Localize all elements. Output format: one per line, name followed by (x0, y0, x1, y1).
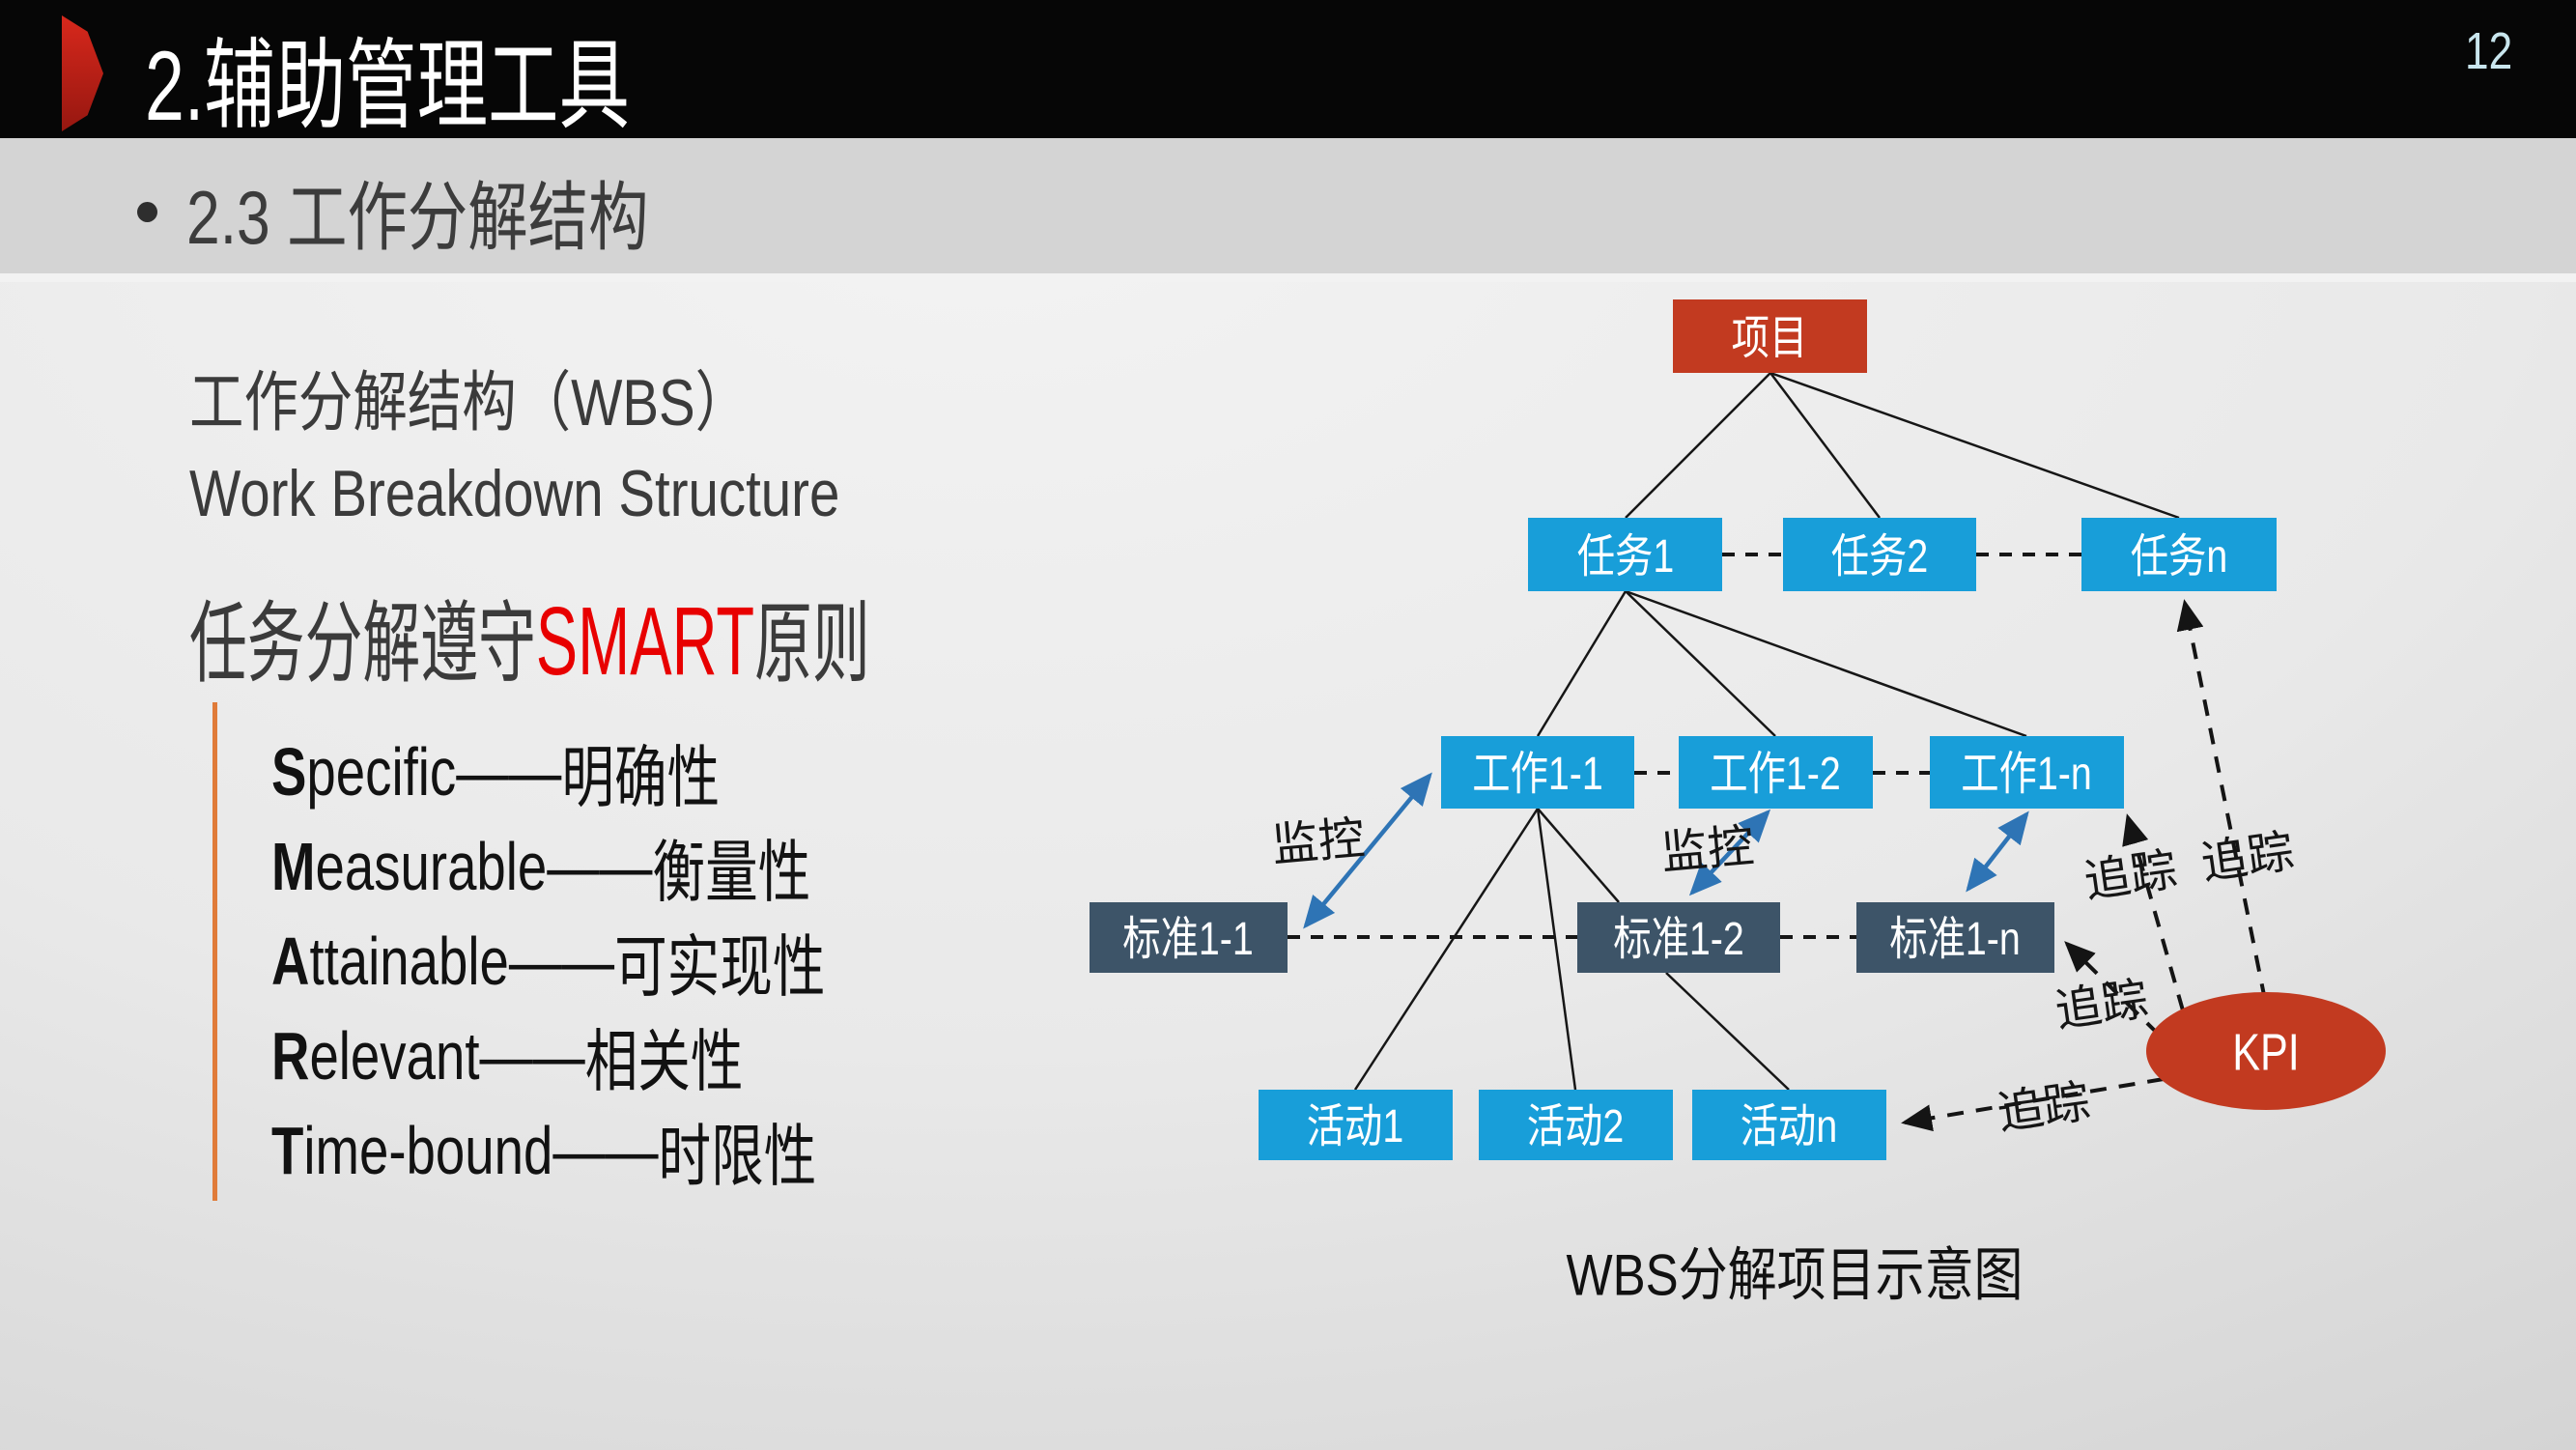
node-project (1673, 299, 1867, 373)
subheader-bar: 2.3 工作分解结构 (0, 138, 2576, 282)
node-task2 (1783, 518, 1976, 591)
node-actn (1692, 1090, 1886, 1160)
node-std1n (1856, 902, 2054, 973)
monitor-label-1: 监控 (1270, 812, 1367, 871)
node-std11 (1090, 902, 1288, 973)
principle-suffix: 原则 (754, 595, 870, 694)
node-work1n (1930, 736, 2124, 809)
node-std11-label: 标准1-1 (1122, 913, 1254, 965)
sibling-connectors (1288, 553, 2081, 939)
node-act2 (1479, 1090, 1673, 1160)
orange-accent-line (212, 702, 217, 1201)
intro-line2: Work Breakdown Structure (189, 457, 840, 530)
track-label-3: 追踪 (2052, 974, 2151, 1038)
tree-lines (1353, 371, 2180, 1091)
node-taskn-label: 任务n (2131, 530, 2228, 583)
node-act1-label: 活动1 (1307, 1100, 1404, 1152)
track-arrows (1901, 599, 2267, 1132)
node-task2-label: 任务2 (1831, 530, 1929, 583)
header-title: 2.辅助管理工具 (145, 31, 630, 141)
principle-prefix: 任务分解遵守 (189, 595, 536, 694)
node-project-label: 项目 (1732, 312, 1808, 364)
node-std12 (1577, 902, 1780, 973)
subtitle-row: 2.3 工作分解结构 (137, 163, 764, 260)
header-bar: 2.辅助管理工具 12 (0, 0, 2576, 141)
node-work11-label: 工作1-1 (1472, 748, 1603, 800)
section-title: 2.3 工作分解结构 (186, 175, 649, 260)
node-work12-label: 工作1-2 (1710, 748, 1841, 800)
track-label-2: 追踪 (2198, 826, 2297, 890)
node-work11 (1441, 736, 1634, 809)
monitor-arrows (1303, 772, 2029, 929)
page-number: 12 (2465, 22, 2513, 80)
principle-text: 任务分解遵守SMART原则 (189, 591, 870, 695)
node-kpi (2146, 992, 2386, 1110)
track-label-4: 追踪 (1995, 1076, 2093, 1140)
intro-line1: 工作分解结构（WBS） (189, 366, 750, 440)
node-taskn (2081, 518, 2277, 591)
track-label-1: 追踪 (2081, 844, 2180, 908)
node-std1n-label: 标准1-n (1889, 913, 2021, 965)
intro-text: 工作分解结构（WBS） Work Breakdown Structure (189, 357, 973, 539)
node-actn-label: 活动n (1741, 1100, 1838, 1152)
node-work12 (1679, 736, 1873, 809)
principle-highlight: SMART (535, 587, 755, 696)
node-kpi-label: KPI (2232, 1024, 2300, 1082)
monitor-label-2: 监控 (1659, 820, 1756, 879)
node-act1 (1259, 1090, 1453, 1160)
node-task1-label: 任务1 (1577, 530, 1675, 583)
node-work1n-label: 工作1-n (1961, 748, 2092, 800)
bullet-icon (137, 201, 157, 222)
node-std12-label: 标准1-2 (1613, 913, 1744, 965)
node-act2-label: 活动2 (1527, 1100, 1625, 1152)
node-task1 (1528, 518, 1722, 591)
diagram-caption: WBS分解项目示意图 (1566, 1243, 2023, 1308)
